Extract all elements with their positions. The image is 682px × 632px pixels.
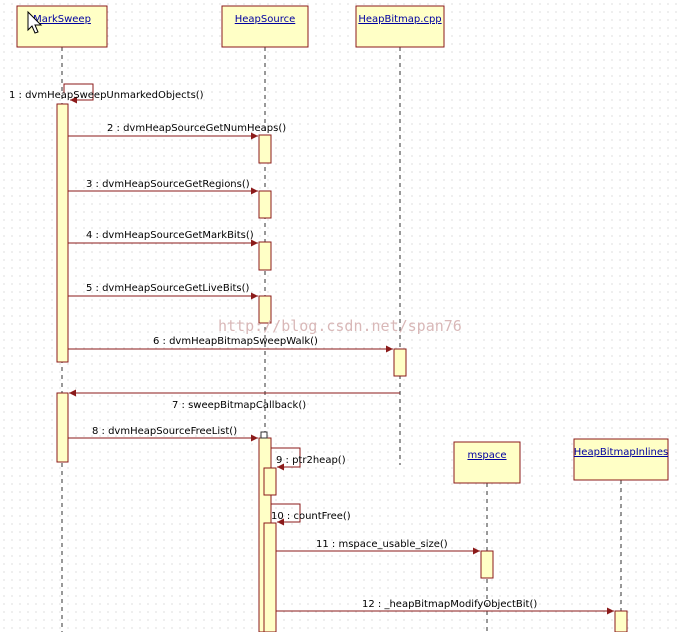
- message-1[interactable]: 1 : dvmHeapSweepUnmarkedObjects(): [9, 83, 204, 104]
- message-label: 2 : dvmHeapSourceGetNumHeaps(): [107, 123, 286, 134]
- participant-mspace[interactable]: mspace: [453, 441, 521, 484]
- message-6[interactable]: 6 : dvmHeapBitmapSweepWalk(): [68, 336, 393, 353]
- message-2[interactable]: 2 : dvmHeapSourceGetNumHeaps(): [68, 123, 286, 140]
- selection-handle[interactable]: [260, 431, 268, 439]
- message-label: 9 : ptr2heap(): [276, 455, 346, 466]
- message-8[interactable]: 8 : dvmHeapSourceFreeList(): [68, 426, 258, 442]
- message-label: 3 : dvmHeapSourceGetRegions(): [86, 179, 250, 190]
- message-10[interactable]: 10 : countFree(): [271, 503, 351, 526]
- message-3[interactable]: 3 : dvmHeapSourceGetRegions(): [68, 179, 258, 195]
- message-label: 12 : _heapBitmapModifyObjectBit(): [362, 599, 537, 610]
- activation-heapsource-10: [263, 522, 277, 632]
- participant-label: HeapBitmap.cpp: [358, 14, 441, 25]
- participant-label: HeapBitmapInlines: [574, 447, 668, 458]
- message-5[interactable]: 5 : dvmHeapSourceGetLiveBits(): [68, 283, 258, 300]
- activation-heapbitmapinlines-12: [614, 610, 628, 632]
- participant-marksweep[interactable]: MarkSweep: [16, 5, 108, 48]
- watermark-text: http://blog.csdn.net/span76: [218, 317, 462, 335]
- participant-heapbitmap[interactable]: HeapBitmap.cpp: [355, 5, 445, 48]
- message-label: 6 : dvmHeapBitmapSweepWalk(): [153, 336, 318, 347]
- activation-heapsource-4: [258, 241, 272, 271]
- mouse-cursor-icon: [27, 10, 43, 34]
- activation-heapsource-9: [263, 467, 277, 496]
- message-label: 5 : dvmHeapSourceGetLiveBits(): [86, 283, 250, 294]
- message-label: 7 : sweepBitmapCallback(): [172, 400, 306, 411]
- activation-heapbitmap-6: [393, 348, 407, 377]
- activation-marksweep-1: [56, 103, 69, 363]
- message-label: 10 : countFree(): [271, 511, 351, 522]
- activation-heapsource-5: [258, 295, 272, 324]
- message-label: 4 : dvmHeapSourceGetMarkBits(): [86, 230, 254, 241]
- activation-mspace-11: [480, 550, 494, 579]
- participant-heapsource[interactable]: HeapSource: [221, 5, 309, 48]
- message-label: 11 : mspace_usable_size(): [316, 539, 448, 550]
- message-9[interactable]: 9 : ptr2heap(): [271, 447, 346, 471]
- message-label: 1 : dvmHeapSweepUnmarkedObjects(): [9, 90, 204, 101]
- message-12[interactable]: 12 : _heapBitmapModifyObjectBit(): [276, 599, 614, 615]
- participant-label: mspace: [467, 450, 506, 461]
- participant-heapbitmapinlines[interactable]: HeapBitmapInlines: [573, 438, 669, 481]
- activation-heapsource-3: [258, 190, 272, 219]
- message-11[interactable]: 11 : mspace_usable_size(): [276, 539, 480, 555]
- message-7[interactable]: 7 : sweepBitmapCallback(): [69, 389, 400, 411]
- participant-label: MarkSweep: [33, 14, 91, 25]
- activation-heapsource-2: [258, 134, 272, 164]
- message-label: 8 : dvmHeapSourceFreeList(): [92, 426, 237, 437]
- activation-marksweep-2: [56, 392, 69, 463]
- message-4[interactable]: 4 : dvmHeapSourceGetMarkBits(): [68, 230, 258, 247]
- participant-label: HeapSource: [235, 14, 296, 25]
